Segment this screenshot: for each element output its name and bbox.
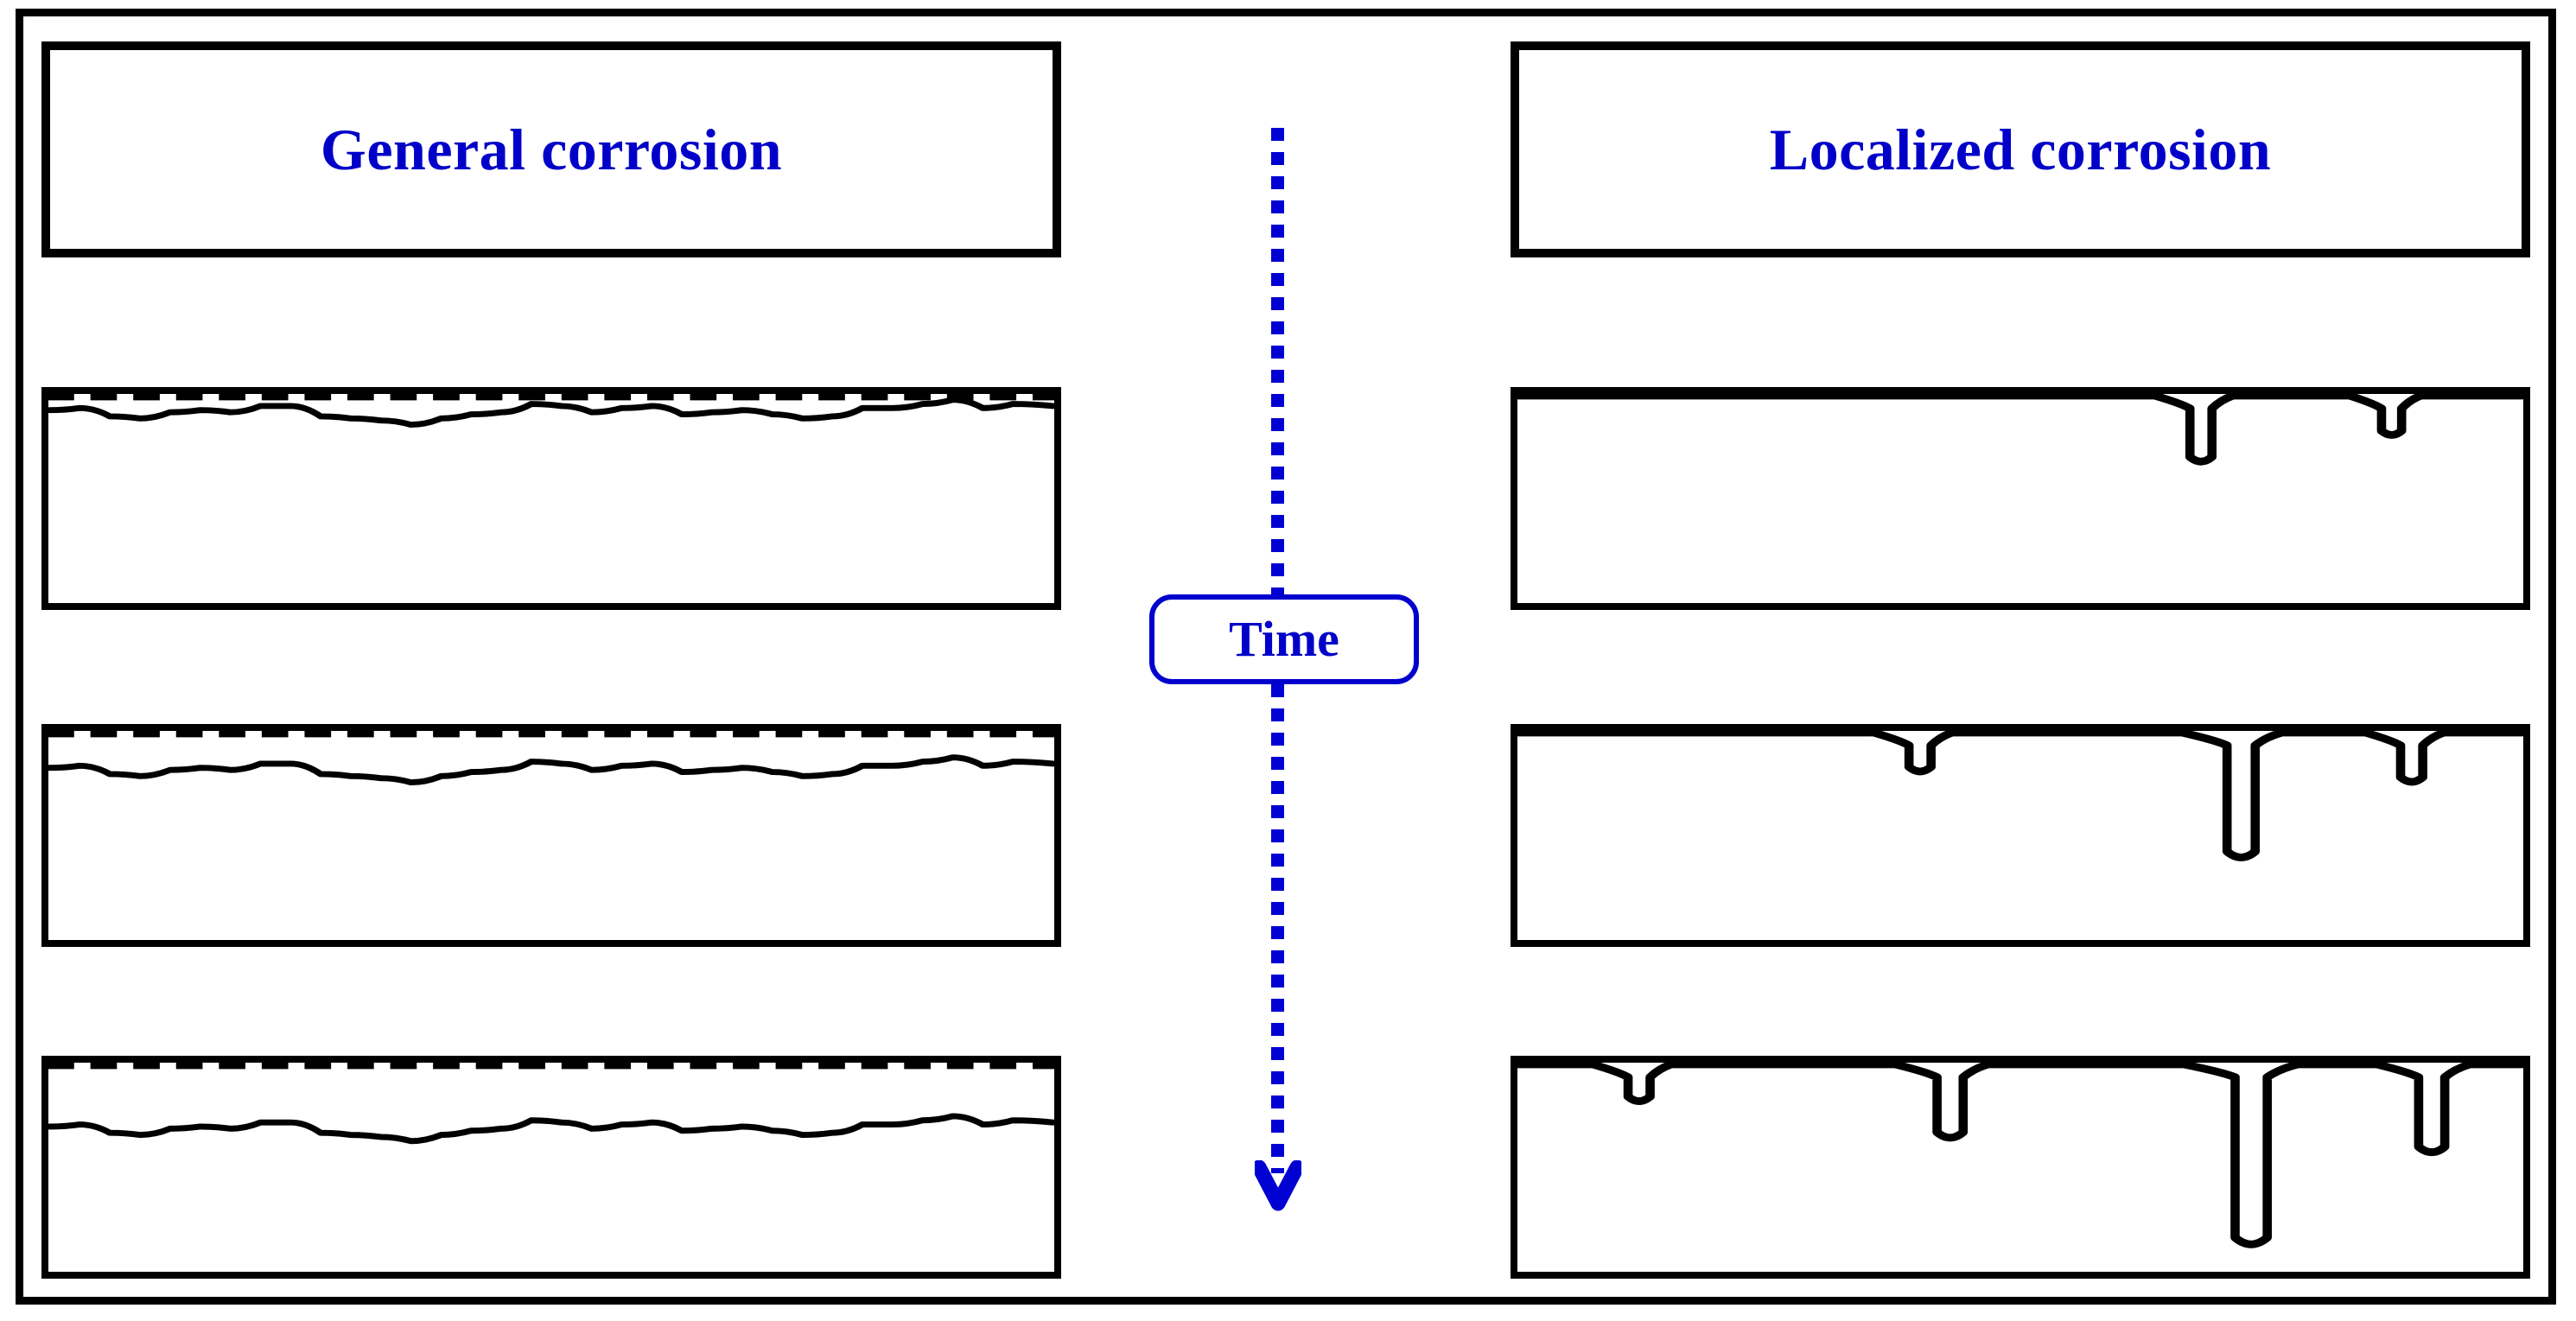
general-corrosion-stage-3-drawing: [46, 1059, 1057, 1145]
general-corrosion-stage-3-panel: [41, 1056, 1061, 1279]
specimen-box: [41, 724, 1061, 947]
general-corrosion-stage-2-drawing: [46, 727, 1057, 786]
localized-corrosion-stage-2-drawing: [1514, 728, 2527, 861]
localized-corrosion-stage-3-panel: [1511, 1056, 2530, 1279]
specimen-box: [41, 387, 1061, 610]
time-arrow-chevron-down-icon: [1255, 1160, 1301, 1211]
pitted-surface-profile: [1514, 728, 2527, 861]
general-corrosion-title-box: General corrosion: [41, 41, 1061, 257]
figure-outer-frame: [16, 9, 2556, 1305]
corroded-surface-profile: [46, 1113, 1057, 1145]
pitted-surface-profile: [1514, 1060, 2527, 1248]
specimen-box: [41, 1056, 1061, 1279]
specimen-box: [1511, 387, 2530, 610]
time-label: Time: [1229, 611, 1339, 667]
general-corrosion-stage-1-panel: [41, 387, 1061, 610]
corroded-surface-profile: [46, 754, 1057, 786]
corroded-surface-profile: [46, 397, 1057, 429]
general-corrosion-title: General corrosion: [320, 117, 783, 182]
localized-corrosion-title-box: Localized corrosion: [1511, 41, 2530, 257]
general-corrosion-stage-1-drawing: [46, 391, 1057, 429]
localized-corrosion-stage-3-drawing: [1514, 1060, 2527, 1248]
specimen-box: [1511, 1056, 2530, 1279]
general-corrosion-stage-2-panel: [41, 724, 1061, 947]
localized-corrosion-title: Localized corrosion: [1769, 117, 2272, 182]
time-label-box: Time: [1149, 594, 1419, 684]
localized-corrosion-stage-1-drawing: [1514, 391, 2527, 466]
localized-corrosion-stage-1-panel: [1511, 387, 2530, 610]
pitted-surface-profile: [1514, 391, 2527, 466]
specimen-box: [1511, 724, 2530, 947]
localized-corrosion-stage-2-panel: [1511, 724, 2530, 947]
